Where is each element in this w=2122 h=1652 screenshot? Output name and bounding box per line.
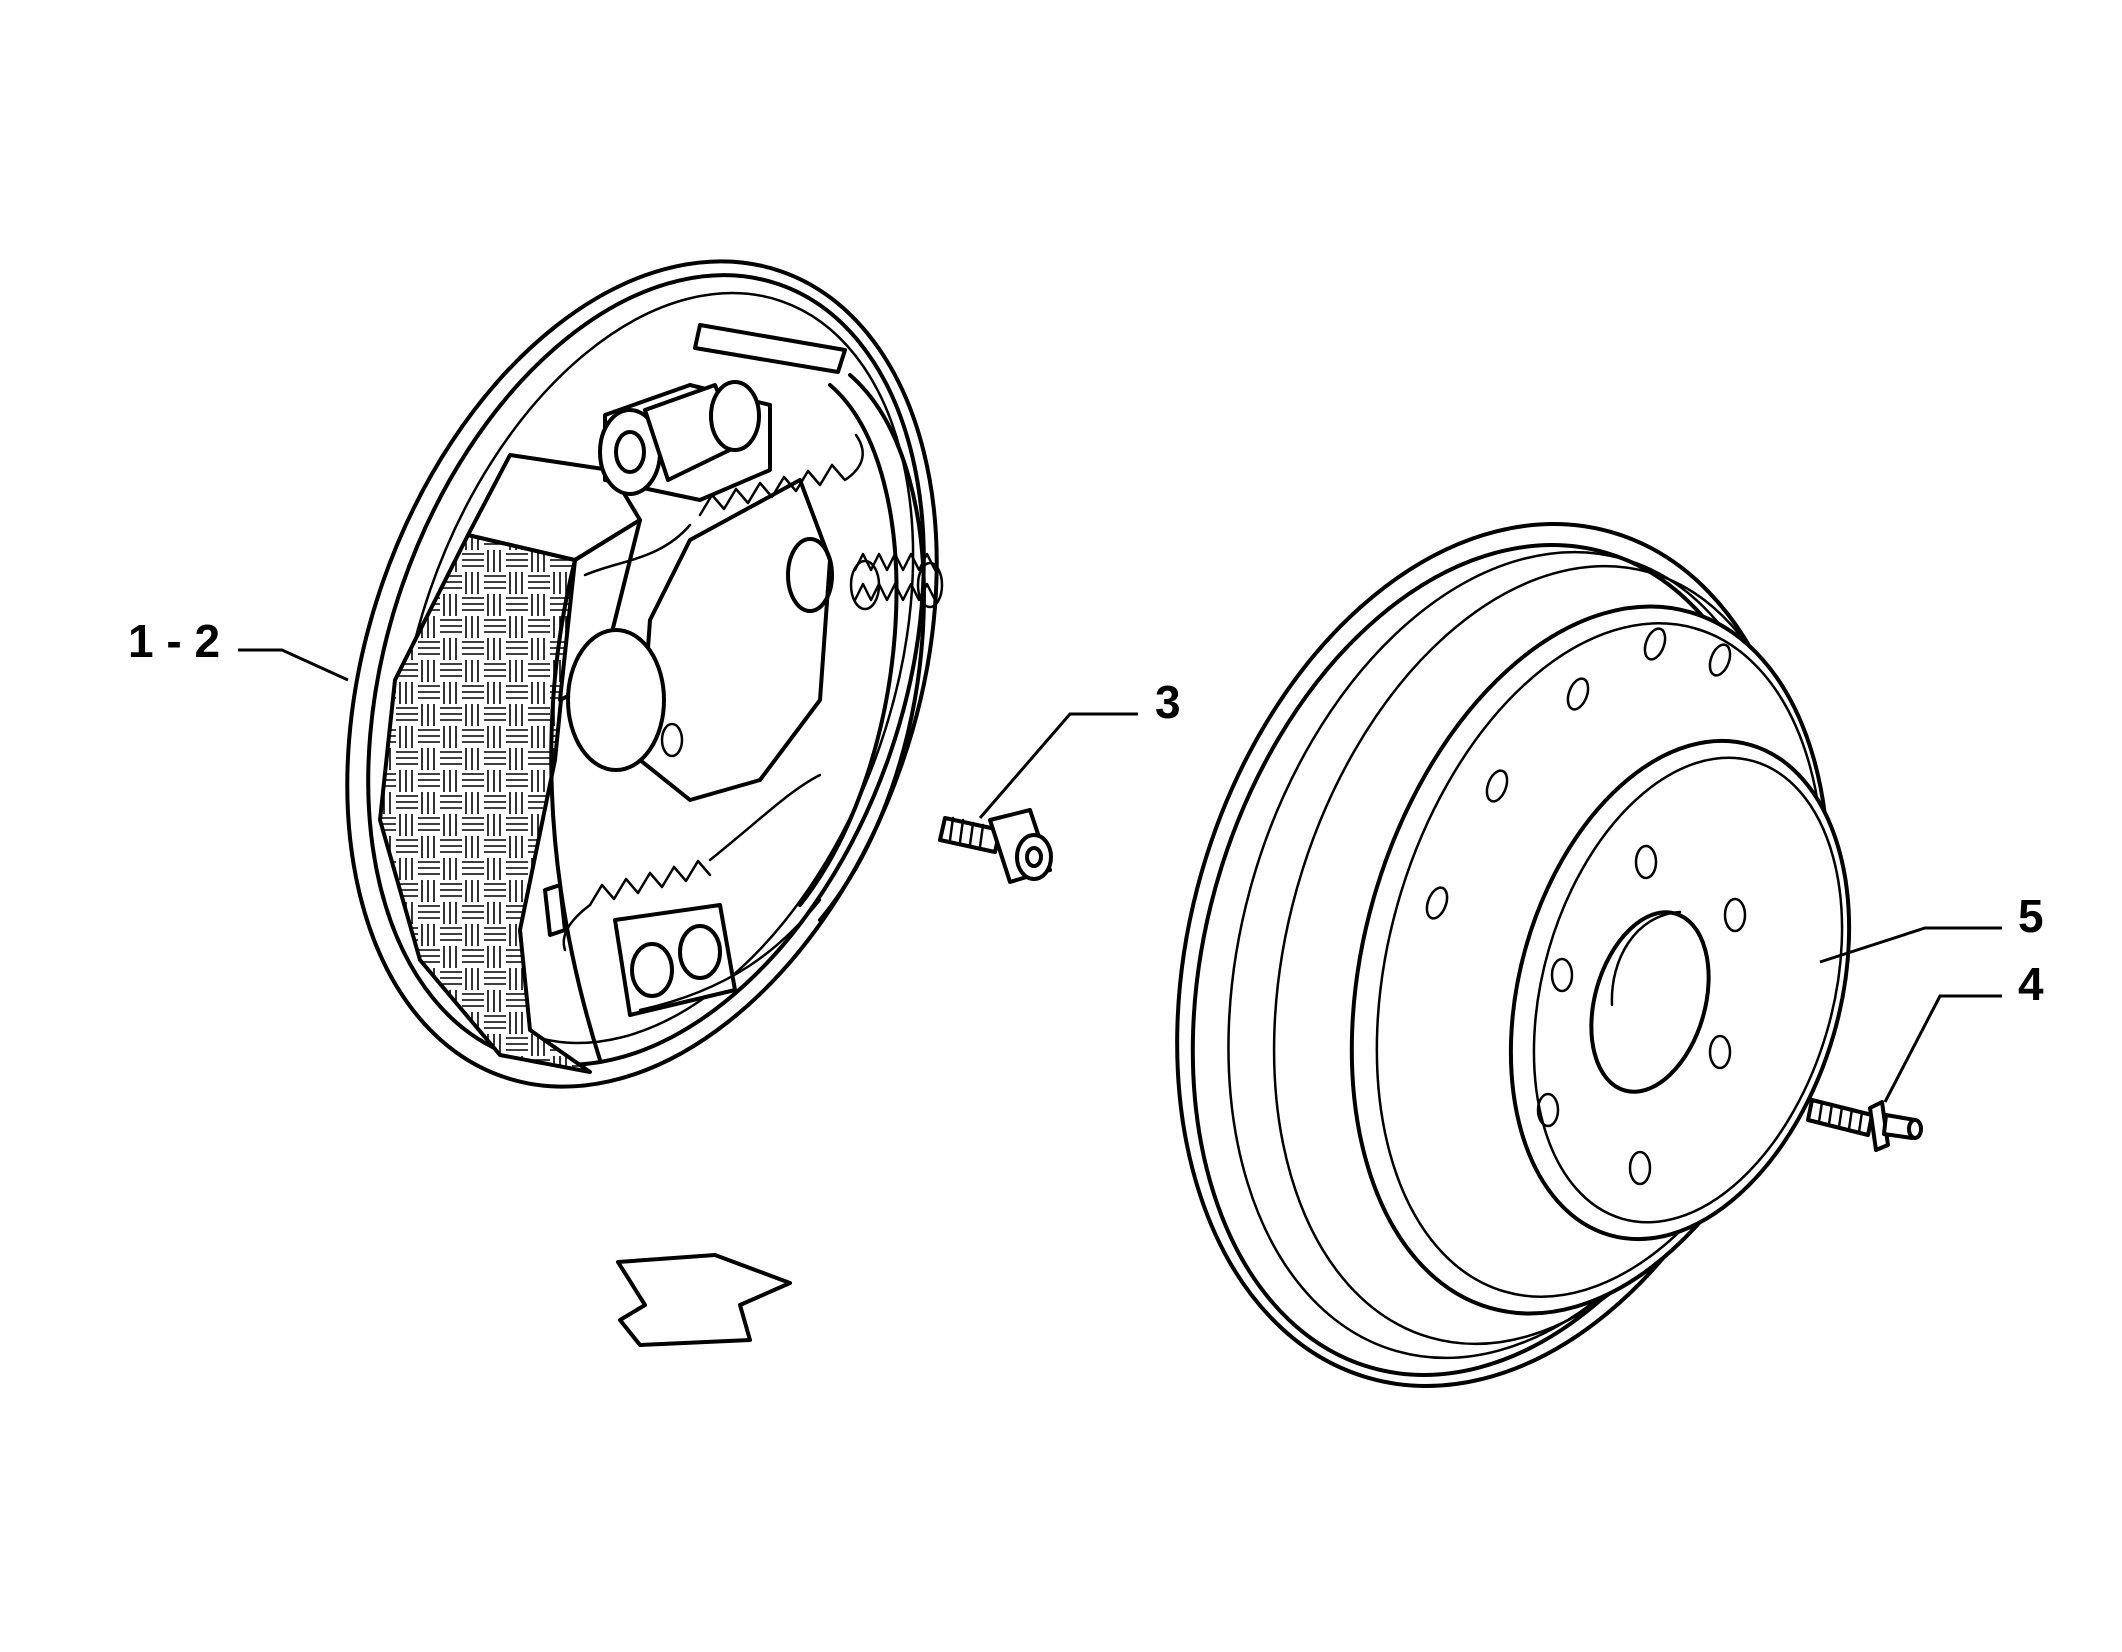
wheel-cylinder [598,380,772,502]
bolt-part-3 [938,808,1053,884]
brake-shoe-assembly [345,259,944,1089]
direction-arrow-icon [616,1253,792,1347]
callout-4: 4 [1883,958,2044,1103]
callout-1-2: 1 - 2 [128,615,349,682]
retaining-spring [849,552,944,611]
drum-vent-slots [1425,627,1732,920]
callout-5: 5 [1819,890,2044,964]
callout-label-5: 5 [2018,890,2044,942]
callout-label-3: 3 [1155,676,1181,728]
brake-drum [1175,522,1852,1388]
callout-label-4: 4 [2018,958,2044,1010]
callout-label-1-2: 1 - 2 [128,615,220,667]
stud-part-4 [1806,1098,1923,1152]
drum-stud-holes [1536,844,1747,1186]
upper-return-spring [583,433,864,577]
callout-3: 3 [978,676,1181,819]
